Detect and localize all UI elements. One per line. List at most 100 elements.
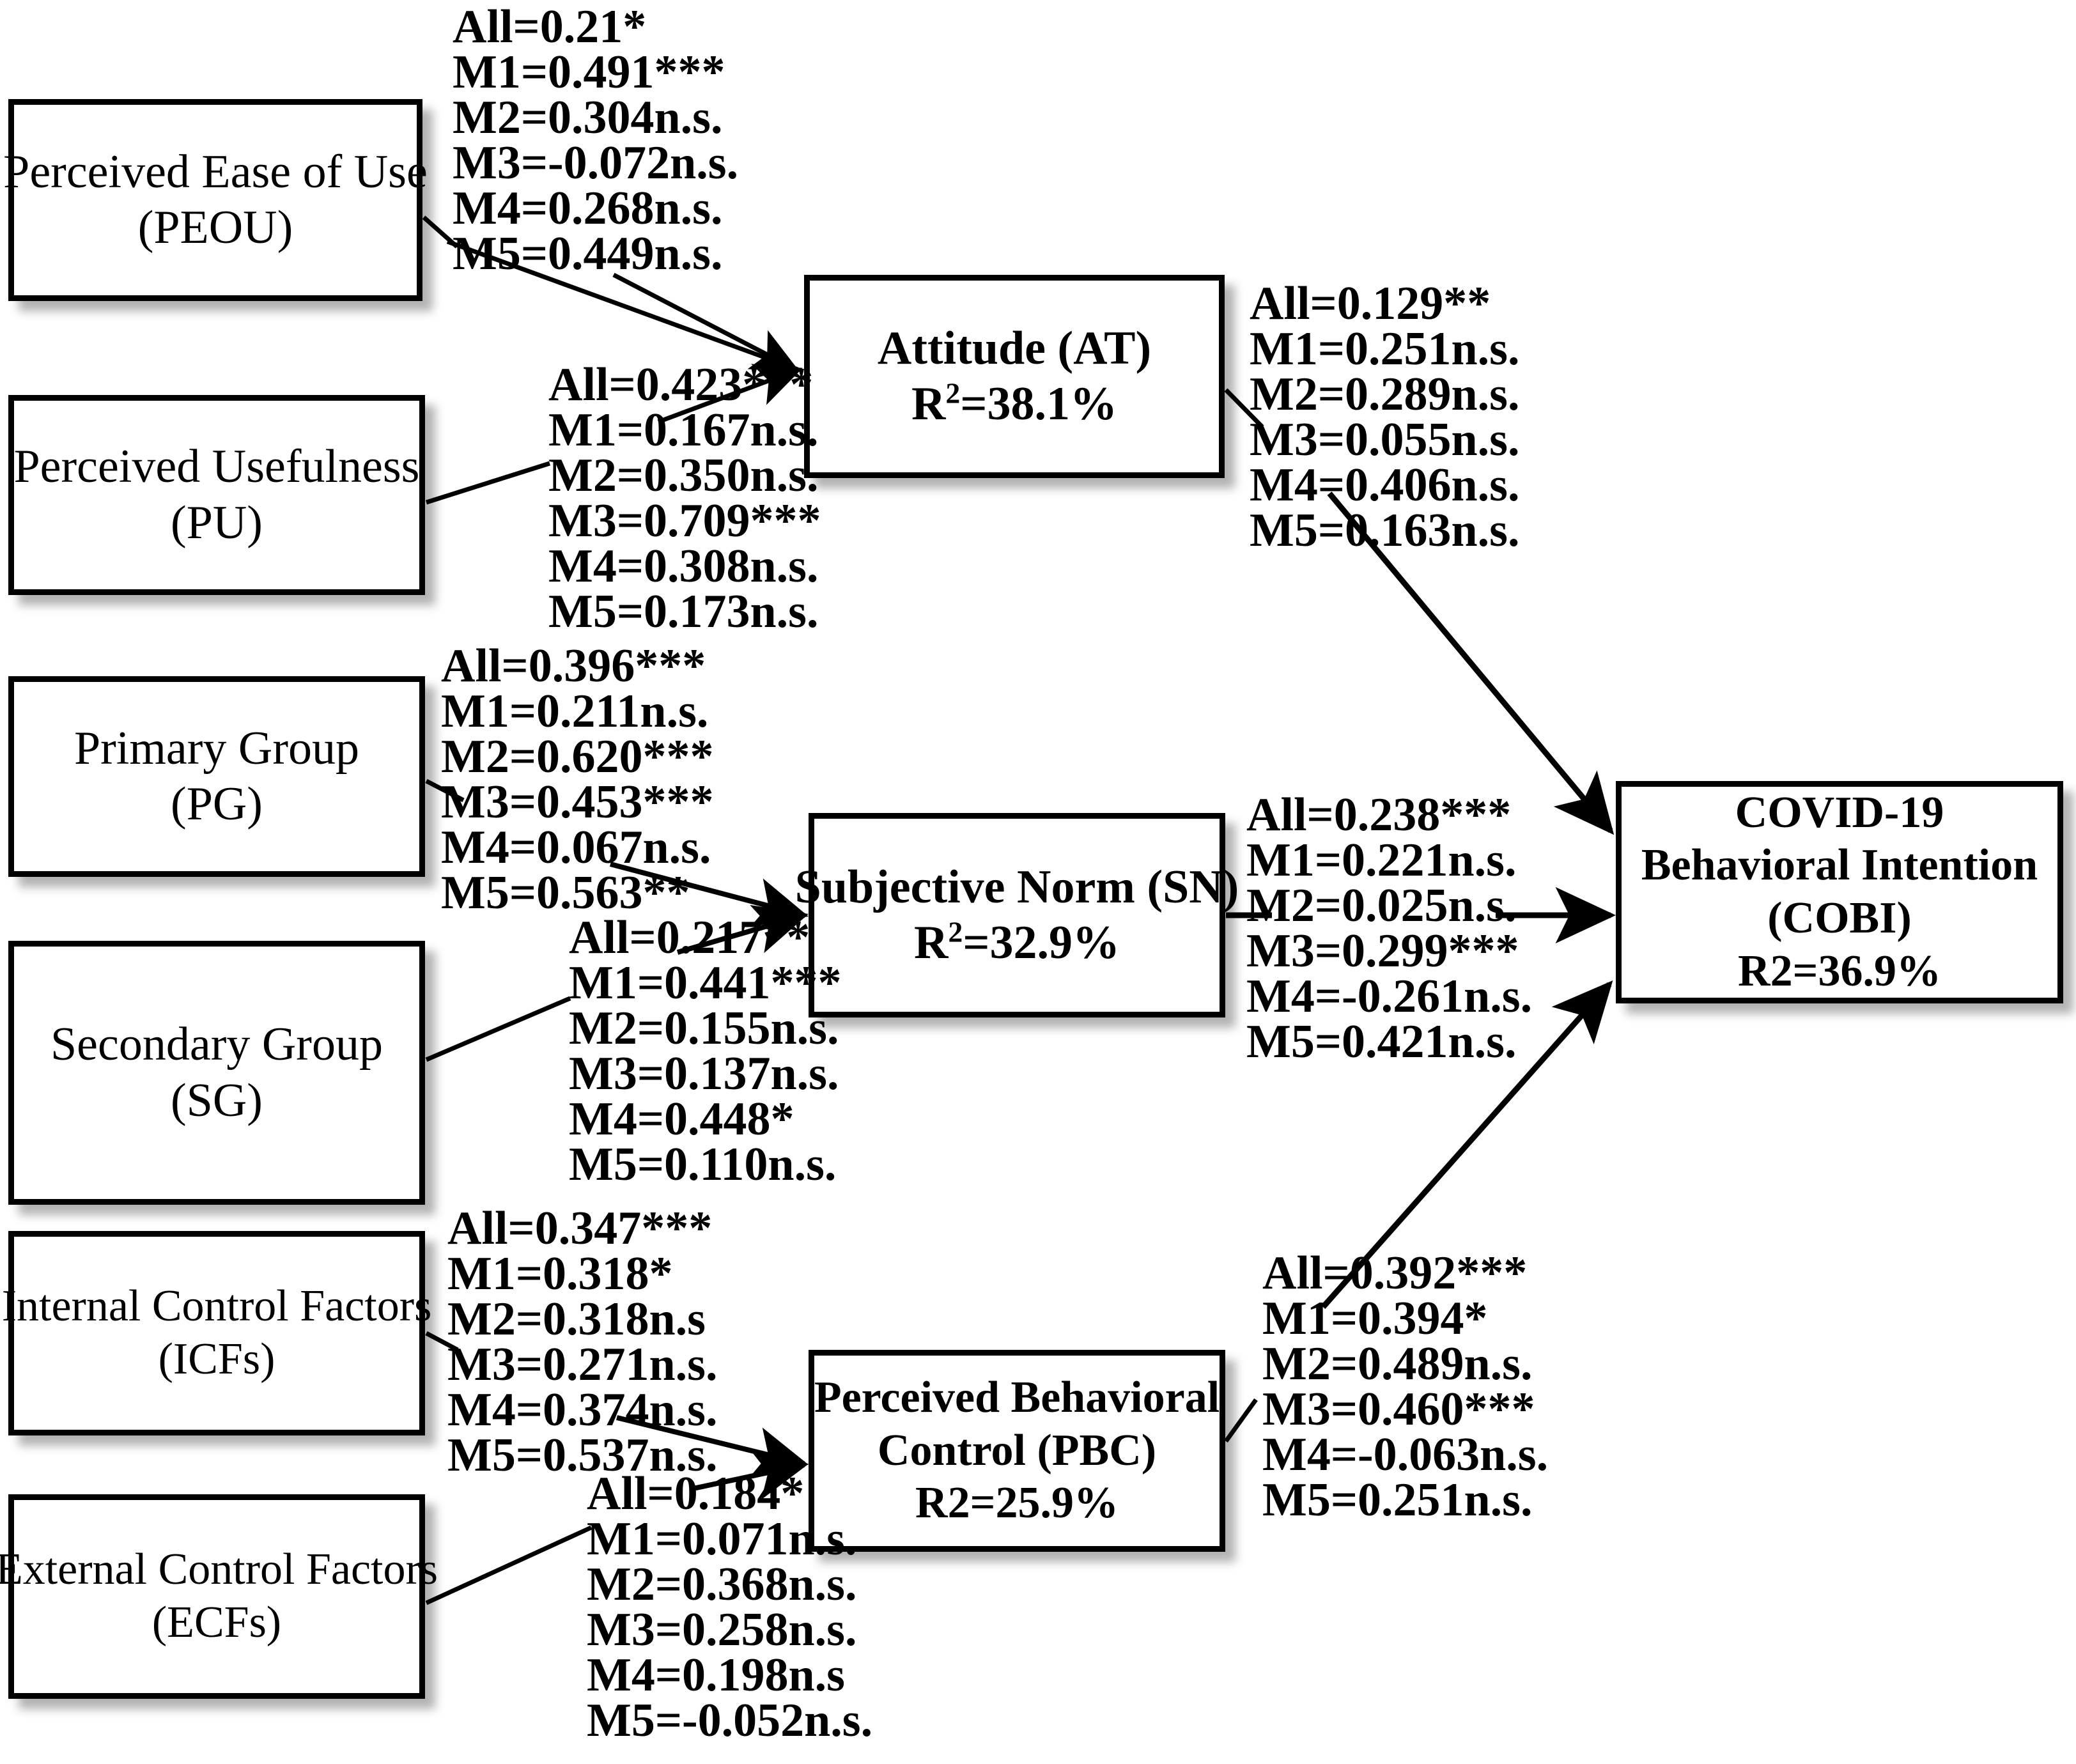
path-coefficient-line: M1=0.211n.s.: [441, 685, 709, 738]
path-coefficient-line: All=0.423***: [548, 359, 814, 411]
node-at[interactable]: Attitude (AT) R2=38.1%: [804, 275, 1225, 478]
path-coefficient-line: All=0.392***: [1262, 1247, 1528, 1299]
path-coefficient-line: M4=0.308n.s.: [548, 540, 819, 592]
path-coefficient-line: M4=0.374n.s.: [447, 1384, 718, 1436]
node-cobi-line3: (COBI): [1767, 894, 1912, 943]
path-coefficient-line: M2=0.350n.s.: [548, 449, 819, 502]
path-coefficient-line: All=0.217**: [569, 911, 810, 964]
path-coefficient-line: M3=0.258n.s.: [587, 1604, 857, 1656]
path-coefficient-line: M1=0.251n.s.: [1250, 323, 1520, 375]
path-coefficient-line: M2=0.289n.s.: [1250, 368, 1520, 421]
path-coefficient-line: M2=0.025n.s.: [1246, 879, 1517, 932]
node-ecfs[interactable]: External Control Factors (ECFs): [0, 1494, 438, 1699]
path-coefficient-line: M5=-0.052n.s.: [587, 1694, 873, 1747]
node-cobi-line2: Behavioral Intention: [1641, 840, 2038, 890]
path-labels-sg-to-sn: All=0.217**M1=0.441***M2=0.155n.s.M3=0.1…: [569, 911, 842, 1191]
edge-peou-to-at-arrow: [612, 272, 800, 372]
path-coefficient-line: M1=0.491***: [453, 46, 725, 98]
node-cobi-line1: COVID-19: [1735, 787, 1944, 837]
path-coefficient-line: M4=-0.261n.s.: [1246, 970, 1533, 1023]
edge-pbc-to-cobi: [1224, 1398, 1258, 1443]
path-coefficient-line: M4=0.198n.s: [587, 1649, 845, 1701]
path-coefficient-line: M5=0.251n.s.: [1262, 1474, 1533, 1526]
path-coefficient-line: M2=0.489n.s.: [1262, 1338, 1533, 1390]
path-coefficient-line: All=0.238***: [1246, 789, 1512, 841]
path-coefficient-line: All=0.21*: [453, 1, 647, 53]
path-labels-pg-to-sn: All=0.396***M1=0.211n.s.M2=0.620***M3=0.…: [441, 640, 714, 919]
path-coefficient-line: M4=0.406n.s.: [1250, 459, 1520, 511]
node-sn[interactable]: Subjective Norm (SN) R2=32.9%: [795, 813, 1239, 1017]
path-coefficient-line: M1=0.318*: [447, 1248, 673, 1300]
node-pbc-r2: R2=25.9%: [915, 1478, 1119, 1528]
node-pbc[interactable]: Perceived Behavioral Control (PBC) R2=25…: [809, 1350, 1225, 1552]
path-coefficient-line: M3=-0.072n.s.: [453, 137, 739, 189]
path-coefficient-line: M5=0.110n.s.: [569, 1138, 837, 1191]
node-peou[interactable]: Perceived Ease of Use (PEOU): [3, 99, 428, 301]
path-coefficient-line: M4=0.067n.s.: [441, 821, 711, 874]
path-labels-ecfs-to-pbc: All=0.184*M1=0.071n.s.M2=0.368n.s.M3=0.2…: [587, 1467, 873, 1747]
node-sg-line1: Secondary Group: [50, 1018, 383, 1071]
path-coefficient-line: M3=0.709***: [548, 495, 821, 547]
edge-peou-to-at: [422, 215, 799, 372]
path-labels-peou-to-at: All=0.21*M1=0.491***M2=0.304n.s.M3=-0.07…: [453, 1, 739, 277]
path-coefficient-line: M5=0.163n.s.: [1250, 504, 1520, 557]
path-coefficient-line: M4=0.448*: [569, 1093, 794, 1145]
path-coefficient-line: M3=0.299***: [1246, 925, 1519, 977]
path-coefficient-line: M1=0.441***: [569, 957, 842, 1009]
node-pu-line2: (PU): [171, 496, 263, 549]
edge-pu-to-at-arrow: [657, 364, 803, 424]
path-coefficient-line: All=0.396***: [441, 640, 706, 692]
node-pbc-line1: Perceived Behavioral: [814, 1373, 1220, 1423]
path-coefficient-line: M4=-0.063n.s.: [1262, 1428, 1549, 1481]
path-coefficient-line: M3=0.460***: [1262, 1383, 1535, 1435]
edge-ecfs-to-pbc: [425, 1525, 593, 1605]
edge-at-to-cobi-arrow: [1327, 491, 1615, 835]
node-pg-line1: Primary Group: [74, 722, 359, 775]
path-coefficient-line: M2=0.368n.s.: [587, 1558, 857, 1611]
node-at-r2: R2=38.1%: [911, 376, 1118, 430]
node-peou-line2: (PEOU): [137, 201, 293, 254]
path-coefficient-line: M3=0.055n.s.: [1250, 414, 1520, 466]
edge-sg-to-sn-arrow: [676, 904, 809, 955]
edge-pg-to-sn: [425, 778, 465, 803]
node-sg-line2: (SG): [171, 1074, 263, 1127]
edge-pbc-to-cobi-arrow: [1321, 980, 1613, 1309]
path-coefficient-line: M2=0.318n.s: [447, 1293, 706, 1345]
node-icfs[interactable]: Internal Control Factors (ICFs): [2, 1231, 431, 1435]
node-sn-title: Subjective Norm (SN): [794, 860, 1239, 913]
node-pg[interactable]: Primary Group (PG): [8, 676, 425, 877]
path-coefficient-line: M1=0.167n.s.: [548, 404, 819, 456]
path-coefficient-line: M3=0.271n.s.: [447, 1338, 718, 1391]
node-sg[interactable]: Secondary Group (SG): [8, 941, 425, 1205]
edge-icfs-to-pbc: [425, 1331, 459, 1352]
path-coefficient-line: M4=0.268n.s.: [453, 182, 723, 235]
node-pu[interactable]: Perceived Usefulness (PU): [8, 395, 425, 595]
path-coefficient-line: All=0.129**: [1250, 277, 1491, 330]
node-ecfs-line2: (ECFs): [151, 1598, 282, 1647]
path-coefficient-line: M1=0.394*: [1262, 1292, 1488, 1345]
path-coefficient-line: M1=0.221n.s.: [1246, 834, 1517, 886]
edge-ecfs-to-pbc-arrow: [690, 1450, 809, 1500]
path-coefficient-line: All=0.184*: [587, 1467, 805, 1520]
path-coefficient-line: M2=0.155n.s.: [569, 1002, 839, 1055]
path-coefficient-line: M2=0.304n.s.: [453, 91, 723, 144]
node-icfs-line1: Internal Control Factors: [1, 1281, 432, 1331]
path-labels-pbc-to-cobi: All=0.392***M1=0.394*M2=0.489n.s.M3=0.46…: [1262, 1247, 1549, 1526]
node-sn-r2: R2=32.9%: [913, 915, 1120, 969]
edge-at-to-cobi: [1224, 388, 1264, 429]
node-pbc-line2: Control (PBC): [877, 1425, 1157, 1475]
node-cobi[interactable]: COVID-19 Behavioral Intention (COBI) R2=…: [1616, 781, 2063, 1003]
node-icfs-line2: (ICFs): [158, 1335, 275, 1384]
node-peou-line1: Perceived Ease of Use: [3, 145, 428, 198]
path-coefficient-line: M3=0.453***: [441, 776, 714, 828]
path-coefficient-line: M5=0.537n.s.: [447, 1429, 718, 1482]
node-pu-line1: Perceived Usefulness: [13, 440, 420, 493]
path-coefficient-line: M5=0.421n.s.: [1246, 1016, 1517, 1068]
path-coefficient-line: M5=0.563**: [441, 867, 690, 919]
node-pg-line2: (PG): [171, 778, 263, 830]
path-coefficient-line: M3=0.137n.s.: [569, 1048, 839, 1100]
edge-sg-to-sn: [425, 996, 571, 1062]
